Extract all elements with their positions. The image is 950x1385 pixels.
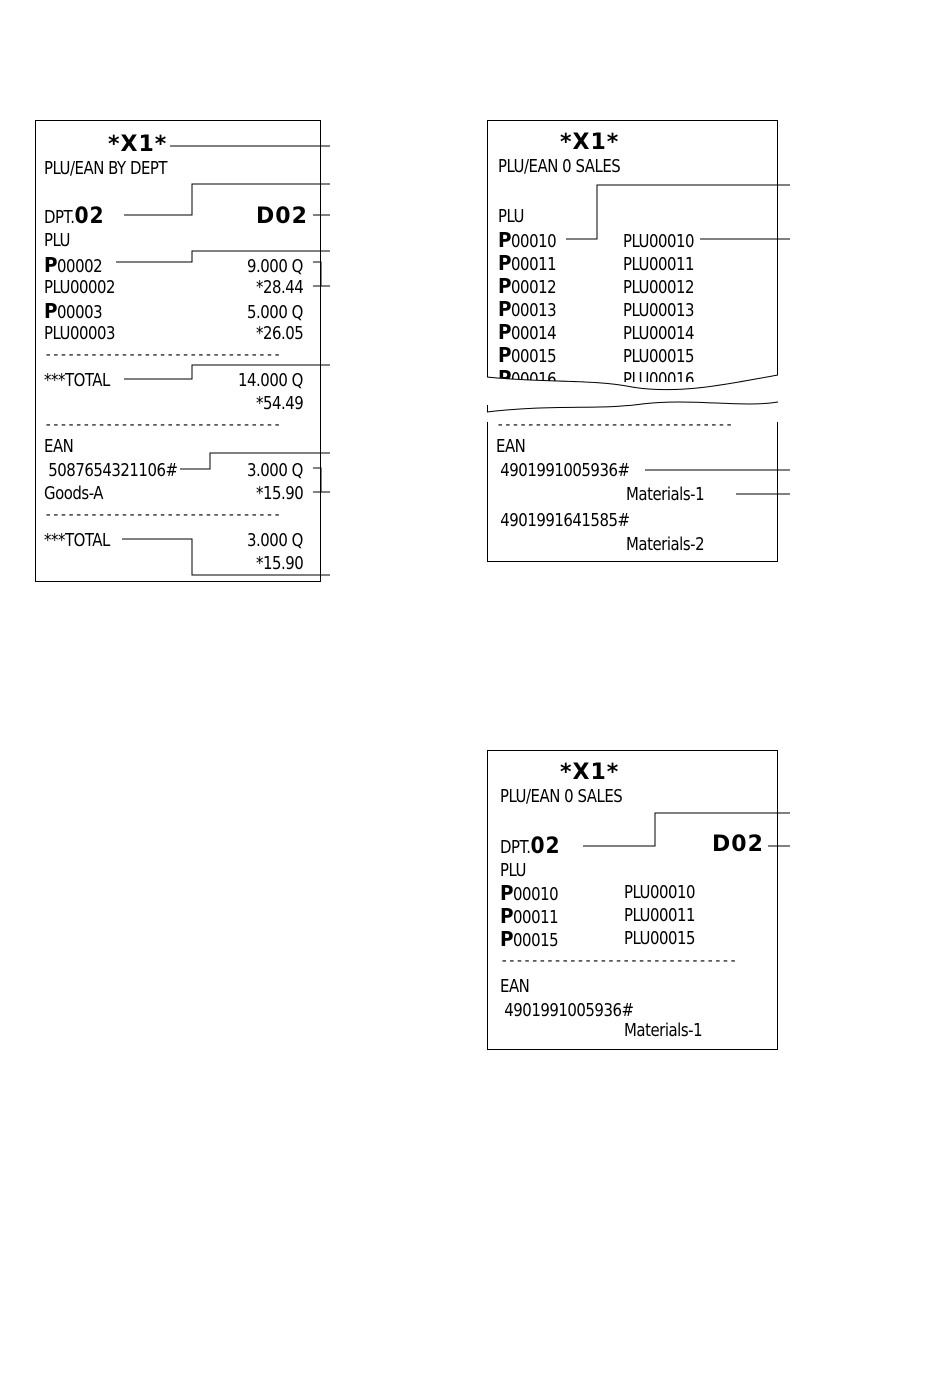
report-title: *X1* — [108, 132, 168, 157]
p-icon: P — [498, 228, 512, 252]
report-name: PLU/EAN BY DEPT — [44, 158, 168, 179]
p-icon: P — [498, 297, 512, 321]
plu-code-row: P00015 — [498, 343, 557, 367]
plu-name: PLU00011 — [623, 254, 695, 275]
divider: ------------------------------- — [44, 507, 281, 523]
receipt-plu-ean-zero-sales: *X1* PLU/EAN 0 SALES PLU P00010 PLU00010… — [487, 120, 778, 382]
ean-header: EAN — [500, 976, 530, 997]
ean-name: Materials-1 — [626, 484, 705, 505]
ean-amount: *15.90 — [256, 483, 304, 504]
plu-name: PLU00012 — [623, 277, 695, 298]
total-qty: 14.000 Q — [238, 370, 303, 391]
plu-code-row: P00011 — [500, 904, 559, 928]
plu-name: PLU00013 — [623, 300, 695, 321]
divider: ------------------------------- — [44, 417, 281, 433]
dept-number: 02 — [530, 834, 561, 859]
torn-edge-top — [486, 365, 779, 395]
plu-name: PLU00011 — [624, 905, 696, 926]
total-amount: *54.49 — [256, 393, 304, 414]
plu-name: PLU00010 — [624, 882, 696, 903]
plu-code-row: P00010 — [500, 881, 559, 905]
total-label: ***TOTAL — [44, 370, 110, 391]
ean-header: EAN — [44, 436, 74, 457]
plu-code-row: P00010 — [498, 228, 557, 252]
report-title: *X1* — [560, 760, 620, 785]
ean-name: Materials-2 — [626, 534, 705, 555]
plu-header: PLU — [44, 230, 70, 251]
p-icon: P — [498, 274, 512, 298]
divider: ------------------------------- — [44, 347, 281, 363]
plu-code-row: P00002 — [44, 253, 103, 277]
ean-code: 4901991641585# — [496, 510, 630, 531]
plu-amount: *28.44 — [256, 277, 304, 298]
plu-code-row: P00003 — [44, 299, 103, 323]
dept-label: DPT.02 — [500, 834, 561, 859]
total-amount: *15.90 — [256, 553, 304, 574]
report-name: PLU/EAN 0 SALES — [500, 786, 623, 807]
p-icon: P — [498, 320, 512, 344]
ean-header: EAN — [496, 436, 526, 457]
plu-qty: 5.000 Q — [247, 302, 303, 323]
plu-name: PLU00015 — [624, 928, 696, 949]
plu-header: PLU — [500, 860, 526, 881]
p-icon: P — [500, 927, 514, 951]
ean-code: 4901991005936# — [496, 460, 630, 481]
dept-label: DPT.02 — [44, 204, 105, 229]
total-qty: 3.000 Q — [247, 530, 303, 551]
dept-code: D02 — [712, 832, 764, 857]
receipt-plu-ean-by-dept: *X1* PLU/EAN BY DEPT DPT.02 D02 PLU P000… — [35, 120, 321, 582]
receipt-plu-ean-zero-sales-dept: *X1* PLU/EAN 0 SALES DPT.02 D02 PLU P000… — [487, 750, 778, 1050]
plu-name: PLU00003 — [44, 323, 116, 344]
plu-code-row: P00011 — [498, 251, 557, 275]
p-icon: P — [498, 343, 512, 367]
ean-code: 5087654321106# — [44, 460, 178, 481]
plu-code-row: P00014 — [498, 320, 557, 344]
ean-qty: 3.000 Q — [247, 460, 303, 481]
report-name: PLU/EAN 0 SALES — [498, 156, 621, 177]
total-label: ***TOTAL — [44, 530, 110, 551]
report-title: *X1* — [560, 130, 620, 155]
plu-qty: 9.000 Q — [247, 256, 303, 277]
ean-name: Materials-1 — [624, 1020, 703, 1041]
plu-code-row: P00015 — [500, 927, 559, 951]
plu-header: PLU — [498, 206, 524, 227]
dept-number: 02 — [74, 204, 105, 229]
p-icon: P — [500, 881, 514, 905]
plu-code-row: P00012 — [498, 274, 557, 298]
p-icon: P — [500, 904, 514, 928]
ean-code: 4901991005936# — [500, 1000, 634, 1021]
p-icon: P — [44, 253, 58, 277]
torn-edge-bottom — [486, 401, 779, 422]
plu-name: PLU00002 — [44, 277, 116, 298]
plu-name: PLU00010 — [623, 231, 695, 252]
plu-name: PLU00016 — [623, 369, 695, 383]
ean-name: Goods-A — [44, 483, 103, 504]
dept-code: D02 — [256, 204, 308, 229]
plu-name: PLU00015 — [623, 346, 695, 367]
plu-name: PLU00014 — [623, 323, 695, 344]
plu-code-row: P00013 — [498, 297, 557, 321]
plu-amount: *26.05 — [256, 323, 304, 344]
p-icon: P — [498, 251, 512, 275]
divider: ------------------------------- — [500, 953, 737, 969]
p-icon: P — [44, 299, 58, 323]
